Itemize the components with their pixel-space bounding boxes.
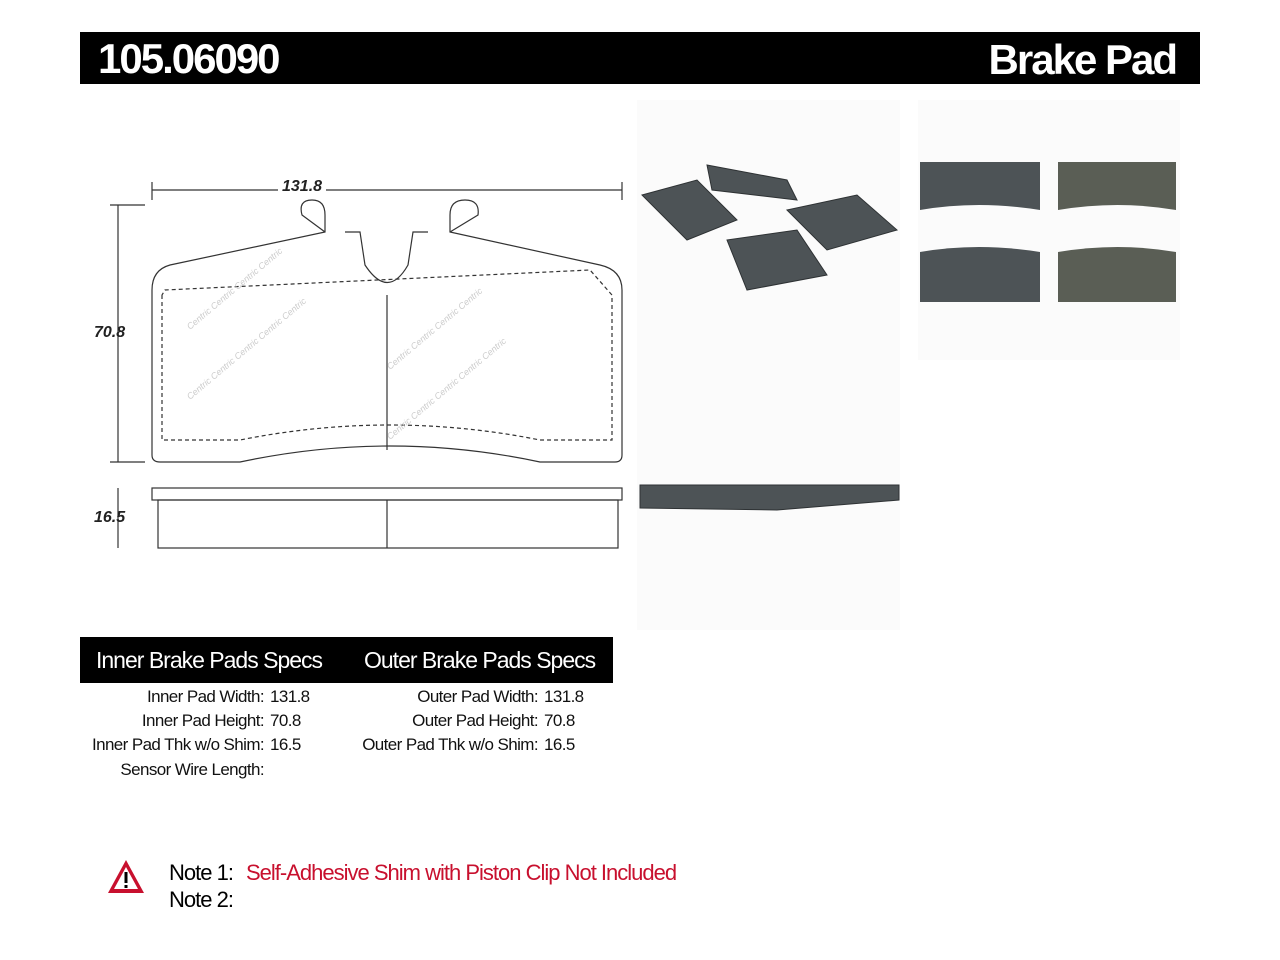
part-number: 105.06090 (98, 35, 281, 82)
spec-value: 70.8 (270, 711, 301, 730)
spec-row: Outer Pad Height: 70.8 (336, 711, 596, 733)
centric-watermark: Centric Centric Centric Centric Centric … (185, 245, 509, 441)
spec-value: 131.8 (544, 687, 584, 706)
note-2-label: Note 2: (169, 887, 234, 912)
warning-icon (108, 860, 144, 893)
spec-row: Inner Pad Width: 131.8 (76, 687, 336, 709)
width-label: 131.8 (278, 178, 327, 196)
svg-text:Centric Centric Centric Cen: Centric Centric Centric Centric (385, 285, 485, 371)
spec-value: 70.8 (544, 711, 575, 730)
product-type: Brake Pad (988, 36, 1178, 83)
header-bar: 105.06090 Brake Pad (80, 32, 1200, 84)
spec-row: Inner Pad Thk w/o Shim: 16.5 (76, 735, 336, 757)
spec-label: Outer Pad Thk w/o Shim: (362, 735, 538, 754)
spec-label: Outer Pad Width: (417, 687, 538, 706)
spec-label: Outer Pad Height: (412, 711, 538, 730)
spec-row: Outer Pad Width: 131.8 (336, 687, 596, 709)
technical-drawing: Centric Centric Centric Centric Centric … (110, 182, 623, 549)
spec-row: Inner Pad Height: 70.8 (76, 711, 336, 733)
spec-value: 131.8 (270, 687, 310, 706)
spec-value: 16.5 (270, 735, 301, 754)
thickness-label: 16.5 (94, 509, 126, 526)
product-photo-angled (637, 100, 900, 630)
note-1-label: Note 1: (169, 860, 234, 885)
outer-specs-title: Outer Brake Pads Specs (364, 647, 596, 673)
inner-specs-title: Inner Brake Pads Specs (96, 647, 323, 673)
spec-label: Inner Pad Thk w/o Shim: (91, 735, 265, 754)
height-label: 70.8 (94, 324, 126, 341)
friction-outline (161, 269, 613, 441)
note-1-text: Self-Adhesive Shim with Piston Clip Not … (246, 860, 677, 885)
spec-label: Inner Pad Height: (141, 711, 265, 730)
spec-value: 16.5 (544, 735, 575, 754)
spec-row: Outer Pad Thk w/o Shim: 16.5 (336, 735, 596, 757)
spec-row: Sensor Wire Length: (76, 760, 336, 782)
specs-header: Inner Brake Pads Specs Outer Brake Pads … (80, 637, 613, 683)
pad-outline (151, 199, 623, 463)
product-photo-flat (918, 100, 1180, 360)
spec-label: Inner Pad Width: (146, 687, 265, 706)
spec-label: Sensor Wire Length: (120, 760, 264, 779)
